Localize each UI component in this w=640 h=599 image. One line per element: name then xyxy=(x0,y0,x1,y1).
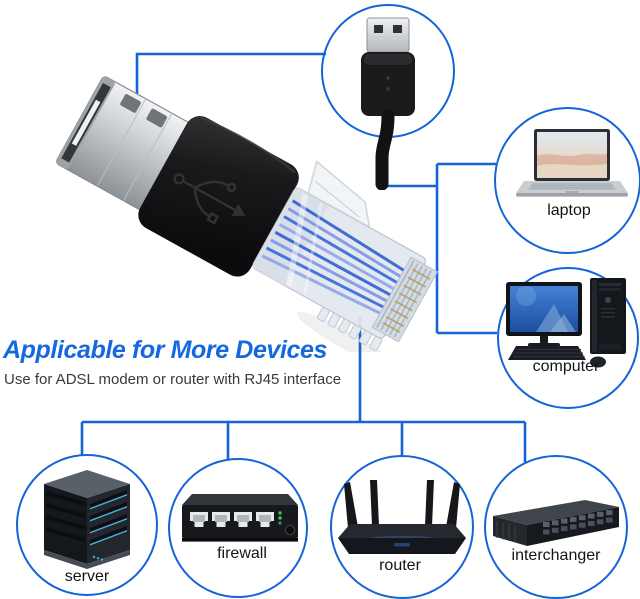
computer-label: computer xyxy=(532,358,600,375)
server-label: server xyxy=(64,568,110,585)
usb-female-to-rj45-adapter xyxy=(56,76,439,352)
interchanger-label: interchanger xyxy=(511,547,601,564)
router-icon xyxy=(338,480,466,554)
computer-circle xyxy=(497,267,639,409)
usb-plug-icon xyxy=(361,17,415,190)
page-subtitle: Use for ADSL modem or router with RJ45 i… xyxy=(4,371,342,388)
firewall-circle xyxy=(168,458,308,598)
router-label: router xyxy=(379,557,421,574)
firewall-label: firewall xyxy=(217,545,267,562)
laptop-label: laptop xyxy=(547,202,591,219)
router-circle xyxy=(330,455,474,599)
interchanger-icon xyxy=(493,500,619,546)
usb-trident-logo xyxy=(173,173,238,225)
server-circle xyxy=(16,454,158,596)
firewall-icon xyxy=(182,494,298,542)
laptop-icon xyxy=(516,129,628,197)
server-icon xyxy=(44,470,130,569)
desktop-computer-icon xyxy=(506,278,626,368)
interchanger-circle xyxy=(484,455,628,599)
page-title: Applicable for More Devices xyxy=(3,336,328,364)
